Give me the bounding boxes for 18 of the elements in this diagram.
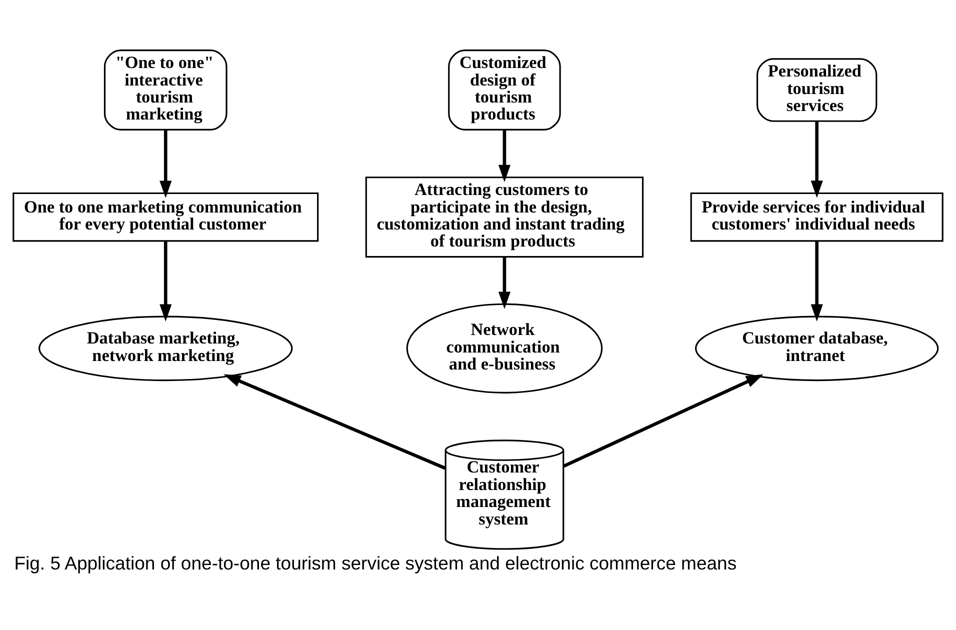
arrow (498, 257, 511, 310)
arrow (563, 374, 764, 468)
caption: Fig. 5 Application of one-to-one tourism service system and electronic commerce means (14, 552, 737, 574)
node-box: Customized design of tourism products (448, 50, 561, 130)
node-box: Provide services for individual customers' individual needs (690, 192, 944, 242)
node-ellipse: Customer database, intranet (695, 316, 939, 382)
node-box: Personalized tourism services (756, 58, 878, 122)
arrow (224, 374, 446, 470)
node-box: One to one marketing communication for every potential customer (12, 192, 319, 242)
node-box: "One to one" interactive tourism marketing (104, 50, 228, 130)
node-ellipse: Network communication and e-business (406, 303, 603, 394)
arrow (160, 241, 172, 322)
arrow (160, 130, 172, 198)
arrow (810, 241, 823, 322)
arrow (810, 121, 823, 198)
node-box: Attracting customers to participate in the design, customization and instant trading of tourism products (365, 176, 644, 258)
node-ellipse: Database marketing, network marketing (38, 316, 293, 382)
arrow (498, 130, 511, 182)
